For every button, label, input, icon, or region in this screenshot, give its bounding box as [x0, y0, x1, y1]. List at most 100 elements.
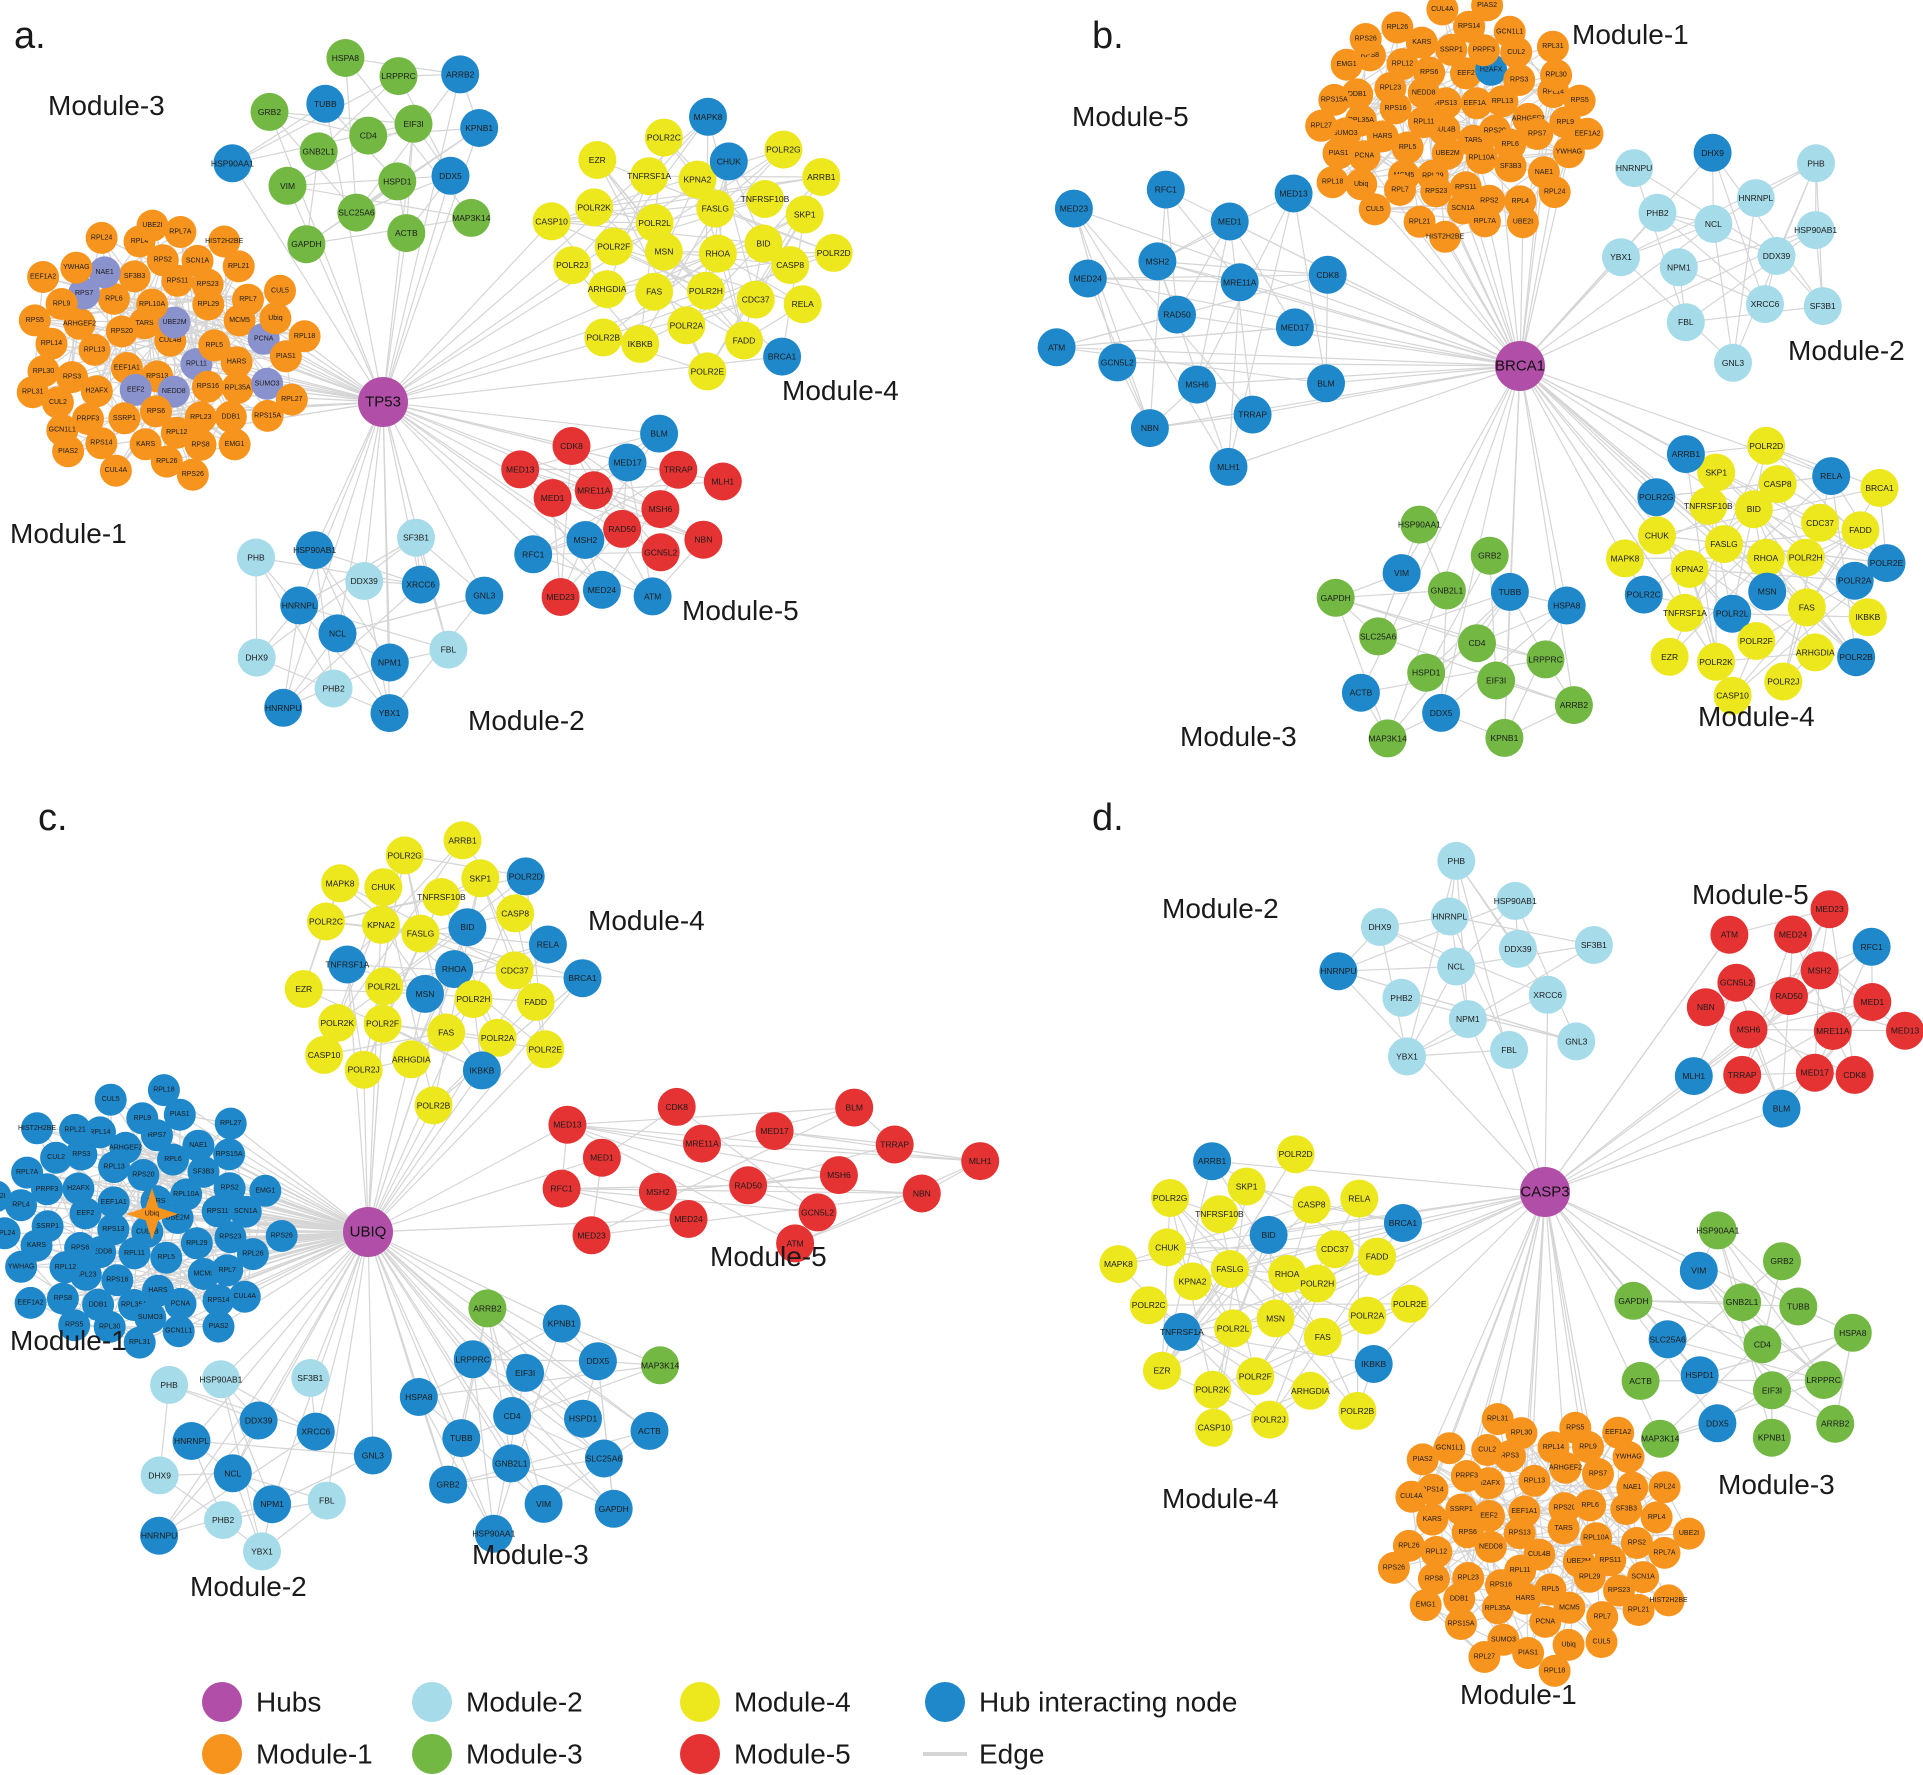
node-RPL21[interactable] [1403, 205, 1436, 238]
node-RPL18[interactable] [147, 1074, 180, 1107]
node-TUBB[interactable] [1490, 572, 1529, 611]
node-MAP3K14[interactable] [1368, 719, 1407, 758]
node-MED1[interactable] [1210, 202, 1249, 241]
node-RELA[interactable] [783, 285, 822, 324]
node-SF3B3[interactable] [1494, 150, 1527, 183]
node-YBX1[interactable] [370, 694, 409, 733]
node-RPS16[interactable] [191, 370, 224, 403]
node-Ubiq-star-icon[interactable] [126, 1188, 178, 1240]
hub-CASP3[interactable] [1520, 1167, 1570, 1217]
node-GNB2L1[interactable] [1427, 571, 1466, 610]
node-CD4[interactable] [493, 1397, 532, 1435]
node-RPS11[interactable] [1594, 1544, 1627, 1577]
node-KPNB1[interactable] [1485, 718, 1524, 757]
node-MRE11A[interactable] [1220, 263, 1259, 302]
node-PHB2[interactable] [314, 669, 353, 708]
node-HSP90AB1[interactable] [295, 531, 334, 570]
node-DHX9[interactable] [237, 638, 276, 677]
node-HSP90AB1[interactable] [1496, 881, 1535, 920]
node-IKBKB[interactable] [462, 1051, 501, 1090]
node-HIST2H2BE[interactable] [21, 1112, 53, 1145]
node-LRPPRC[interactable] [379, 57, 418, 96]
node-CHUK[interactable] [364, 868, 403, 907]
node-ARHGDIA[interactable] [1796, 633, 1835, 672]
node-BRCA1[interactable] [763, 337, 802, 376]
node-RPS20[interactable] [127, 1159, 160, 1191]
node-BLM[interactable] [835, 1088, 874, 1127]
node-DDX5[interactable] [1698, 1404, 1737, 1443]
node-GNB2L1[interactable] [492, 1444, 531, 1483]
node-EMG1[interactable] [1409, 1589, 1442, 1622]
node-CUL2[interactable] [41, 386, 74, 419]
node-NBN[interactable] [1130, 409, 1169, 448]
node-SCN1A[interactable] [181, 244, 214, 277]
node-SLC25A6[interactable] [337, 193, 376, 232]
node-ARRB2[interactable] [441, 55, 480, 94]
node-PHB[interactable] [1437, 841, 1476, 880]
node-HARS[interactable] [220, 346, 253, 379]
node-KPNA2[interactable] [362, 905, 400, 944]
node-SF3B3[interactable] [118, 260, 151, 293]
node-CDK8[interactable] [657, 1087, 696, 1126]
node-SF3B1[interactable] [291, 1359, 330, 1397]
node-HNRNPL[interactable] [1430, 897, 1469, 936]
node-GRB2[interactable] [429, 1465, 468, 1504]
node-ARRB2[interactable] [1554, 686, 1593, 725]
node-SKP1[interactable] [785, 195, 824, 234]
node-GNB2L1[interactable] [299, 132, 338, 171]
node-POLR2G[interactable] [1637, 478, 1676, 517]
node-PHB2[interactable] [1382, 978, 1421, 1017]
node-PRPF3[interactable] [1467, 34, 1500, 67]
node-RFC1[interactable] [514, 535, 553, 574]
node-RPL18[interactable] [288, 320, 321, 353]
node-SKP1[interactable] [461, 859, 500, 898]
node-ARRB1[interactable] [1666, 435, 1705, 474]
node-RPS15A[interactable] [251, 399, 284, 432]
node-SCN1A[interactable] [1627, 1561, 1660, 1594]
node-MSH2[interactable] [1138, 242, 1177, 281]
node-RPL27[interactable] [1468, 1641, 1501, 1673]
node-RPS3[interactable] [65, 1138, 98, 1171]
node-POLR2A[interactable] [478, 1018, 517, 1057]
node-HSP90AA1[interactable] [474, 1514, 513, 1553]
node-RPS5[interactable] [58, 1309, 91, 1342]
node-GCN5L2[interactable] [641, 533, 680, 572]
node-MED23[interactable] [1810, 890, 1849, 929]
node-TUBB[interactable] [1779, 1287, 1818, 1326]
node-GAPDH[interactable] [594, 1489, 633, 1528]
node-ATM[interactable] [1037, 328, 1076, 367]
node-FASLG[interactable] [696, 189, 735, 228]
node-POLR2J[interactable] [1764, 662, 1803, 701]
node-ATM[interactable] [776, 1224, 815, 1263]
node-ATM[interactable] [633, 577, 672, 616]
node-SLC25A6[interactable] [1648, 1320, 1687, 1359]
node-EEF1A2[interactable] [27, 261, 60, 293]
node-MED23[interactable] [541, 578, 580, 616]
node-GRB2[interactable] [1763, 1242, 1801, 1281]
node-XRCC6[interactable] [296, 1412, 335, 1451]
node-ACTB[interactable] [1341, 673, 1380, 712]
node-POLR2E[interactable] [1867, 544, 1906, 583]
node-SKP1[interactable] [1227, 1167, 1266, 1206]
node-UBE2M[interactable] [158, 306, 191, 339]
node-FBL[interactable] [1490, 1030, 1529, 1069]
node-KARS[interactable] [1416, 1503, 1449, 1536]
node-KPNA2[interactable] [1173, 1262, 1212, 1301]
node-RPS16[interactable] [101, 1264, 134, 1297]
node-RPL14[interactable] [35, 327, 68, 360]
node-DDX39[interactable] [239, 1401, 278, 1440]
node-EEF2[interactable] [69, 1197, 102, 1230]
node-PCNA[interactable] [1348, 140, 1381, 173]
node-BRCA1[interactable] [563, 959, 602, 998]
node-RPL4[interactable] [5, 1189, 37, 1222]
node-EMG1[interactable] [249, 1174, 282, 1207]
node-FADD[interactable] [725, 321, 763, 360]
node-NAE1[interactable] [88, 256, 121, 289]
node-RPL11[interactable] [1407, 106, 1440, 139]
node-FBL[interactable] [1666, 303, 1705, 342]
node-POLR2A[interactable] [1835, 561, 1874, 600]
node-CDC37[interactable] [1801, 503, 1840, 542]
node-IKBKB[interactable] [1354, 1345, 1393, 1383]
node-RPL26[interactable] [1381, 11, 1414, 44]
node-CDC37[interactable] [736, 280, 775, 319]
